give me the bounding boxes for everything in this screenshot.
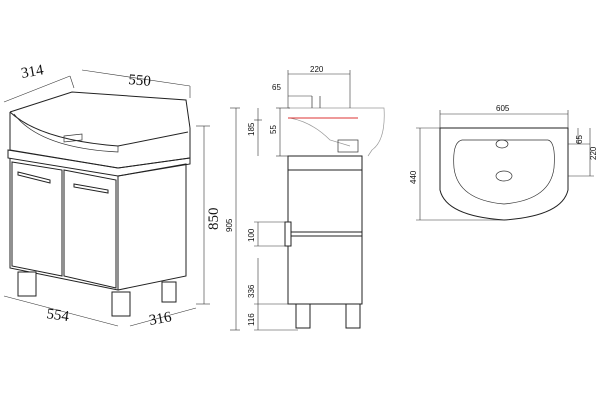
front-view	[7, 91, 191, 317]
label-total-height: 905	[225, 218, 234, 232]
label-width-bottom: 554	[45, 306, 70, 325]
basin-profile-outer	[288, 107, 385, 157]
side-countertop	[287, 155, 363, 171]
drain-fitting	[337, 139, 359, 153]
basin-drain	[63, 133, 83, 143]
basin-profile-inner	[289, 117, 351, 147]
basin-front-lip	[9, 112, 191, 169]
top-basin-inner	[453, 139, 555, 205]
label-side-100: 100	[247, 228, 256, 242]
cabinet-body	[9, 158, 119, 291]
basin-outline	[9, 91, 191, 129]
leg-front-left	[17, 271, 37, 297]
label-depth-bottom: 316	[148, 309, 173, 329]
cabinet-side	[117, 163, 187, 291]
handle-right	[73, 183, 109, 194]
label-side-116: 116	[247, 313, 256, 326]
label-height: 850	[206, 208, 222, 231]
faucet-hole	[311, 96, 321, 108]
side-leg-back	[345, 303, 361, 329]
label-top-width: 605	[496, 104, 510, 113]
label-side-185: 185	[247, 122, 256, 136]
label-top-depth: 440	[409, 170, 418, 184]
handle-left	[17, 171, 51, 184]
basin-rim	[9, 111, 189, 147]
label-side-336: 336	[247, 284, 256, 298]
top-drain-hole	[495, 170, 513, 182]
label-side-55: 55	[269, 125, 278, 134]
leg-front-right	[111, 291, 131, 317]
front-view-dimensions	[3, 69, 210, 327]
label-side-65: 65	[272, 83, 281, 92]
countertop	[7, 149, 191, 177]
label-sink-offset: 220	[310, 65, 324, 74]
top-view	[439, 127, 569, 221]
side-leg-front	[295, 303, 311, 329]
door-left	[11, 161, 63, 277]
side-view	[284, 96, 385, 329]
door-right	[63, 169, 117, 289]
leg-back-right	[161, 281, 177, 303]
side-cabinet	[287, 169, 363, 305]
top-faucet-hole	[495, 139, 509, 149]
label-top-220: 220	[589, 146, 598, 160]
label-width-top: 550	[128, 72, 152, 90]
top-view-dimensions	[416, 110, 594, 221]
basin-inner	[13, 113, 119, 153]
label-top-65: 65	[575, 135, 584, 144]
label-depth-top: 314	[20, 62, 45, 82]
top-outline	[439, 127, 569, 221]
side-handle	[284, 221, 292, 247]
side-view-dimensions	[230, 70, 351, 331]
